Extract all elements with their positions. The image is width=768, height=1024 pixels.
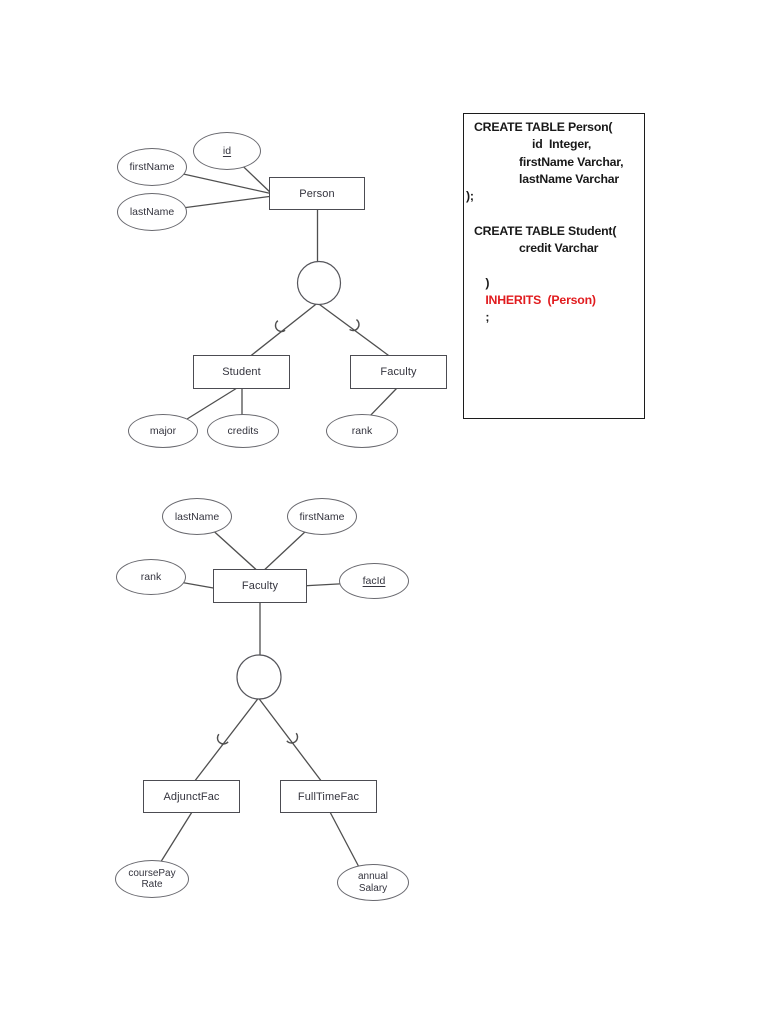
attribute-firstname-bottom: firstName [287,498,357,535]
code-inherits-suffix: ; [485,310,490,325]
entity-adjunctfac: AdjunctFac [143,780,240,813]
entity-person: Person [269,177,365,210]
attribute-major: major [128,414,198,448]
line-isa-student [247,302,318,359]
entity-fulltimefac: FullTimeFac [280,780,377,813]
line-adjunctfac-coursepay [156,811,193,869]
subset-mark-bottom-right [286,732,299,744]
entity-student: Student [193,355,290,389]
line-isa-fulltimefac [257,697,323,783]
code-inherits-prefix: ) [485,275,493,290]
subset-mark-top-left [274,320,286,333]
line-student-major [178,387,238,425]
attribute-id-label: id [222,145,232,157]
attribute-rank-top: rank [326,414,398,448]
line-isa-adjunctfac [193,697,260,783]
code-inherits-keyword: INHERITS (Person) [485,292,596,307]
isa-circle-top [296,260,342,306]
attribute-annualsalary: annual Salary [337,864,409,901]
entity-faculty-top: Faculty [350,355,447,389]
code-line-create-student: CREATE TABLE Student( [474,223,617,238]
code-line-credit: credit Varchar [519,241,599,256]
sql-code-box: CREATE TABLE Person( id Integer, firstNa… [463,113,645,419]
code-line-create-person: CREATE TABLE Person( [474,120,613,134]
attribute-facid-label: facId [362,575,386,587]
code-line-id: id Integer, [532,137,592,152]
attribute-lastname-bottom: lastName [162,498,232,535]
isa-circle-bottom [236,654,282,700]
line-fulltimefac-annualsalary [329,811,361,870]
code-line-close-person: ); [466,189,474,204]
code-line-inherits: ) INHERITS (Person) ; [466,257,641,343]
code-line-blank [466,205,641,222]
code-line-lastname: lastName Varchar [519,171,620,186]
attribute-firstname: firstName [117,148,187,186]
code-line-firstname: firstName Varchar, [519,154,624,169]
attribute-lastname: lastName [117,193,187,231]
attribute-rank-bottom: rank [116,559,186,595]
attribute-coursepayrate: coursePay Rate [115,860,189,898]
subset-mark-top-right [349,319,360,332]
attribute-facid: facId [339,563,409,599]
entity-faculty-bottom: Faculty [213,569,307,603]
attribute-credits: credits [207,414,279,448]
subset-mark-bottom-left [216,733,229,745]
attribute-id: id [193,132,261,170]
